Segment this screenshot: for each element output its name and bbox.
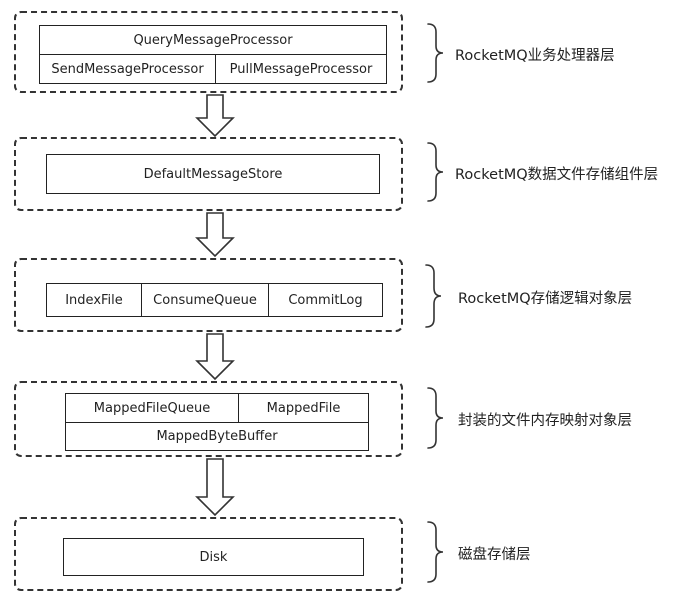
- mapped-file-row: MappedFileQueue MappedFile: [65, 393, 369, 423]
- consume-queue-label: ConsumeQueue: [153, 292, 257, 308]
- brace-3: [425, 264, 442, 328]
- brace-4: [427, 387, 444, 449]
- pull-message-processor-label: PullMessageProcessor: [229, 61, 373, 77]
- processor-row: SendMessageProcessor PullMessageProcesso…: [39, 54, 387, 84]
- brace-1: [427, 23, 444, 83]
- down-arrow-2: [195, 212, 235, 258]
- layer-business-processor: [14, 11, 403, 93]
- layer-label-file-memory-mapping: 封装的文件内存映射对象层: [458, 413, 632, 429]
- layer-data-file-storage: [14, 137, 403, 211]
- mapped-file-label: MappedFile: [266, 400, 341, 416]
- down-arrow-3: [195, 333, 235, 381]
- consume-queue-box: ConsumeQueue: [142, 284, 269, 316]
- brace-5: [427, 521, 444, 583]
- storage-logic-row: IndexFile ConsumeQueue CommitLog: [46, 283, 383, 317]
- layer-label-data-file-storage: RocketMQ数据文件存储组件层: [455, 167, 659, 183]
- commit-log-box: CommitLog: [269, 284, 382, 316]
- layer-label-business-processor: RocketMQ业务处理器层: [455, 48, 615, 64]
- mapped-file-queue-box: MappedFileQueue: [66, 394, 239, 422]
- send-message-processor-box: SendMessageProcessor: [40, 55, 216, 83]
- default-message-store-label: DefaultMessageStore: [143, 166, 283, 182]
- query-message-processor-label: QueryMessageProcessor: [133, 32, 293, 48]
- index-file-label: IndexFile: [65, 292, 123, 308]
- down-arrow-4: [195, 458, 235, 517]
- layer-file-memory-mapping: [14, 381, 403, 457]
- layer-disk-storage: [14, 517, 403, 591]
- layer-label-storage-logic-object: RocketMQ存储逻辑对象层: [458, 291, 633, 307]
- layer-storage-logic-object: [14, 258, 403, 332]
- default-message-store-box: DefaultMessageStore: [46, 154, 380, 194]
- mapped-byte-buffer-label: MappedByteBuffer: [156, 429, 278, 444]
- send-message-processor-label: SendMessageProcessor: [51, 61, 204, 77]
- mapped-byte-buffer-box: MappedByteBuffer: [65, 422, 369, 451]
- layer-label-disk-storage: 磁盘存储层: [458, 547, 531, 563]
- down-arrow-1: [195, 94, 235, 138]
- commit-log-label: CommitLog: [288, 292, 363, 308]
- disk-label: Disk: [199, 549, 228, 565]
- mapped-file-box: MappedFile: [239, 394, 368, 422]
- pull-message-processor-box: PullMessageProcessor: [216, 55, 386, 83]
- index-file-box: IndexFile: [47, 284, 142, 316]
- disk-box: Disk: [63, 538, 364, 576]
- brace-2: [427, 142, 444, 202]
- mapped-file-queue-label: MappedFileQueue: [93, 400, 211, 416]
